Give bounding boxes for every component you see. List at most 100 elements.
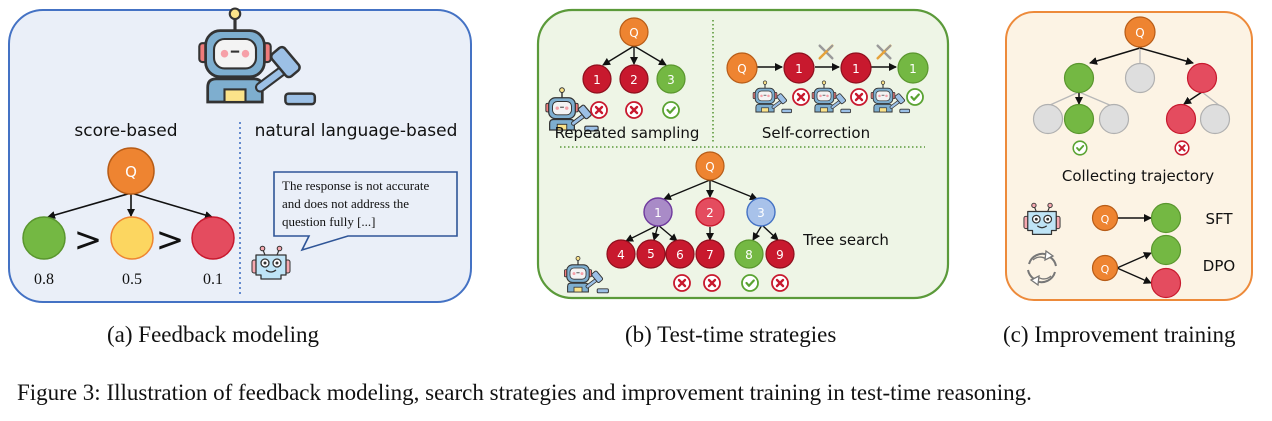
sample-node: 3: [656, 64, 686, 94]
x-mark-icon: [849, 87, 869, 107]
node-green: [1063, 103, 1095, 135]
svg-text:3: 3: [757, 206, 765, 220]
svg-text:1: 1: [909, 62, 917, 76]
node-red: [191, 216, 235, 260]
correction-node: 1: [783, 52, 815, 84]
node-gray: [1098, 103, 1130, 135]
svg-text:5: 5: [647, 247, 655, 261]
svg-text:9: 9: [776, 248, 784, 262]
caption-c: (c) Improvement training: [1003, 322, 1236, 347]
svg-text:7: 7: [706, 248, 714, 262]
tree-node-level2: 5: [636, 239, 666, 269]
tree-node-level1: 1: [643, 197, 673, 227]
root-node-q: Q: [1124, 16, 1156, 48]
node-green: [1150, 202, 1182, 234]
svg-text:Q: Q: [1101, 213, 1110, 226]
tree-node-level1: 2: [695, 197, 725, 227]
node-gray: [1199, 103, 1231, 135]
refresh-cycle-icon: [1027, 249, 1057, 287]
check-mark-icon: [905, 87, 925, 107]
check-mark-icon: [661, 100, 681, 120]
correction-node: 1: [840, 52, 872, 84]
node-green: [1063, 62, 1095, 94]
edge: [602, 45, 635, 66]
svg-text:8: 8: [745, 248, 753, 262]
node-red-rejected: [1150, 267, 1182, 299]
node-red: [1165, 103, 1197, 135]
x-mark-icon: [1174, 140, 1190, 156]
score-value: 0.8: [34, 271, 54, 288]
edge: [130, 192, 213, 219]
edge: [1116, 267, 1152, 284]
tree-search-edges: [625, 179, 779, 242]
x-mark-icon: [770, 273, 790, 293]
panel-a-feedback-modeling: score-based natural language-based Q > >…: [8, 9, 472, 303]
edge: [633, 45, 667, 66]
panel-b-test-time-strategies: Q 1 2 3 Repeated sampling Q 1 1 1 Self-c…: [536, 8, 950, 300]
tree-node-level2: 8: [734, 239, 764, 269]
svg-text:3: 3: [667, 73, 675, 87]
sample-node: 1: [582, 64, 612, 94]
svg-text:Q: Q: [125, 163, 137, 181]
trajectory-edges: [1049, 47, 1221, 107]
root-node-q: Q: [619, 17, 649, 47]
tree-node-level2: 9: [765, 239, 795, 269]
dpo-root-node-q: Q: [1091, 254, 1119, 282]
root-node-q: Q: [107, 147, 155, 195]
tree-node-level2: 6: [665, 239, 695, 269]
dpo-label: DPO: [1203, 257, 1235, 275]
svg-text:1: 1: [852, 62, 860, 76]
root-node-q: Q: [695, 151, 725, 181]
tree-node-level2: 4: [606, 239, 636, 269]
nl-based-label: natural language-based: [255, 121, 458, 141]
figure-caption: Figure 3: Illustration of feedback model…: [17, 380, 1032, 405]
node-gray: [1124, 62, 1156, 94]
svg-text:4: 4: [617, 248, 625, 262]
node-green-chosen: [1150, 234, 1182, 266]
svg-text:2: 2: [630, 73, 638, 87]
svg-text:6: 6: [676, 248, 684, 262]
speech-bubble: [273, 171, 458, 252]
sft-label: SFT: [1205, 210, 1233, 228]
svg-text:Q: Q: [1101, 263, 1110, 276]
caption-b: (b) Test-time strategies: [625, 322, 837, 347]
svg-text:1: 1: [795, 62, 803, 76]
panel-c-improvement-training: Q Collecting trajectory Q SFT: [1005, 11, 1253, 301]
check-mark-icon: [1072, 140, 1088, 156]
tree-node-level2: 7: [695, 239, 725, 269]
node-green: [22, 216, 66, 260]
x-mark-icon: [672, 273, 692, 293]
correction-node: 1: [897, 52, 929, 84]
svg-text:2: 2: [706, 206, 714, 220]
score-value: 0.5: [122, 271, 142, 288]
x-mark-icon: [589, 100, 609, 120]
node-yellow: [110, 216, 154, 260]
svg-text:Q: Q: [629, 26, 638, 40]
x-mark-icon: [624, 100, 644, 120]
repeated-sampling-label: Repeated sampling: [555, 124, 700, 142]
svg-text:Q: Q: [705, 160, 714, 174]
self-correction-label: Self-correction: [762, 124, 870, 142]
speech-line: and does not address the: [282, 196, 409, 211]
speech-line: The response is not accurate: [282, 178, 430, 193]
edge: [1116, 252, 1152, 269]
tree-search-label: Tree search: [802, 231, 889, 249]
node-gray: [1032, 103, 1064, 135]
score-value: 0.1: [203, 271, 223, 288]
caption-a: (a) Feedback modeling: [107, 322, 320, 347]
svg-text:Q: Q: [737, 62, 746, 76]
edge: [47, 192, 132, 219]
check-mark-icon: [740, 273, 760, 293]
greater-than-symbol: >: [156, 220, 185, 260]
speech-line: question fully [...]: [282, 214, 376, 229]
svg-text:Q: Q: [1135, 26, 1144, 40]
collecting-trajectory-label: Collecting trajectory: [1062, 167, 1214, 185]
tree-node-level1: 3: [746, 197, 776, 227]
svg-text:1: 1: [593, 73, 601, 87]
greater-than-symbol: >: [74, 220, 103, 260]
x-mark-icon: [791, 87, 811, 107]
sft-root-node-q: Q: [1091, 204, 1119, 232]
sample-node: 2: [619, 64, 649, 94]
score-based-label: score-based: [74, 121, 177, 141]
